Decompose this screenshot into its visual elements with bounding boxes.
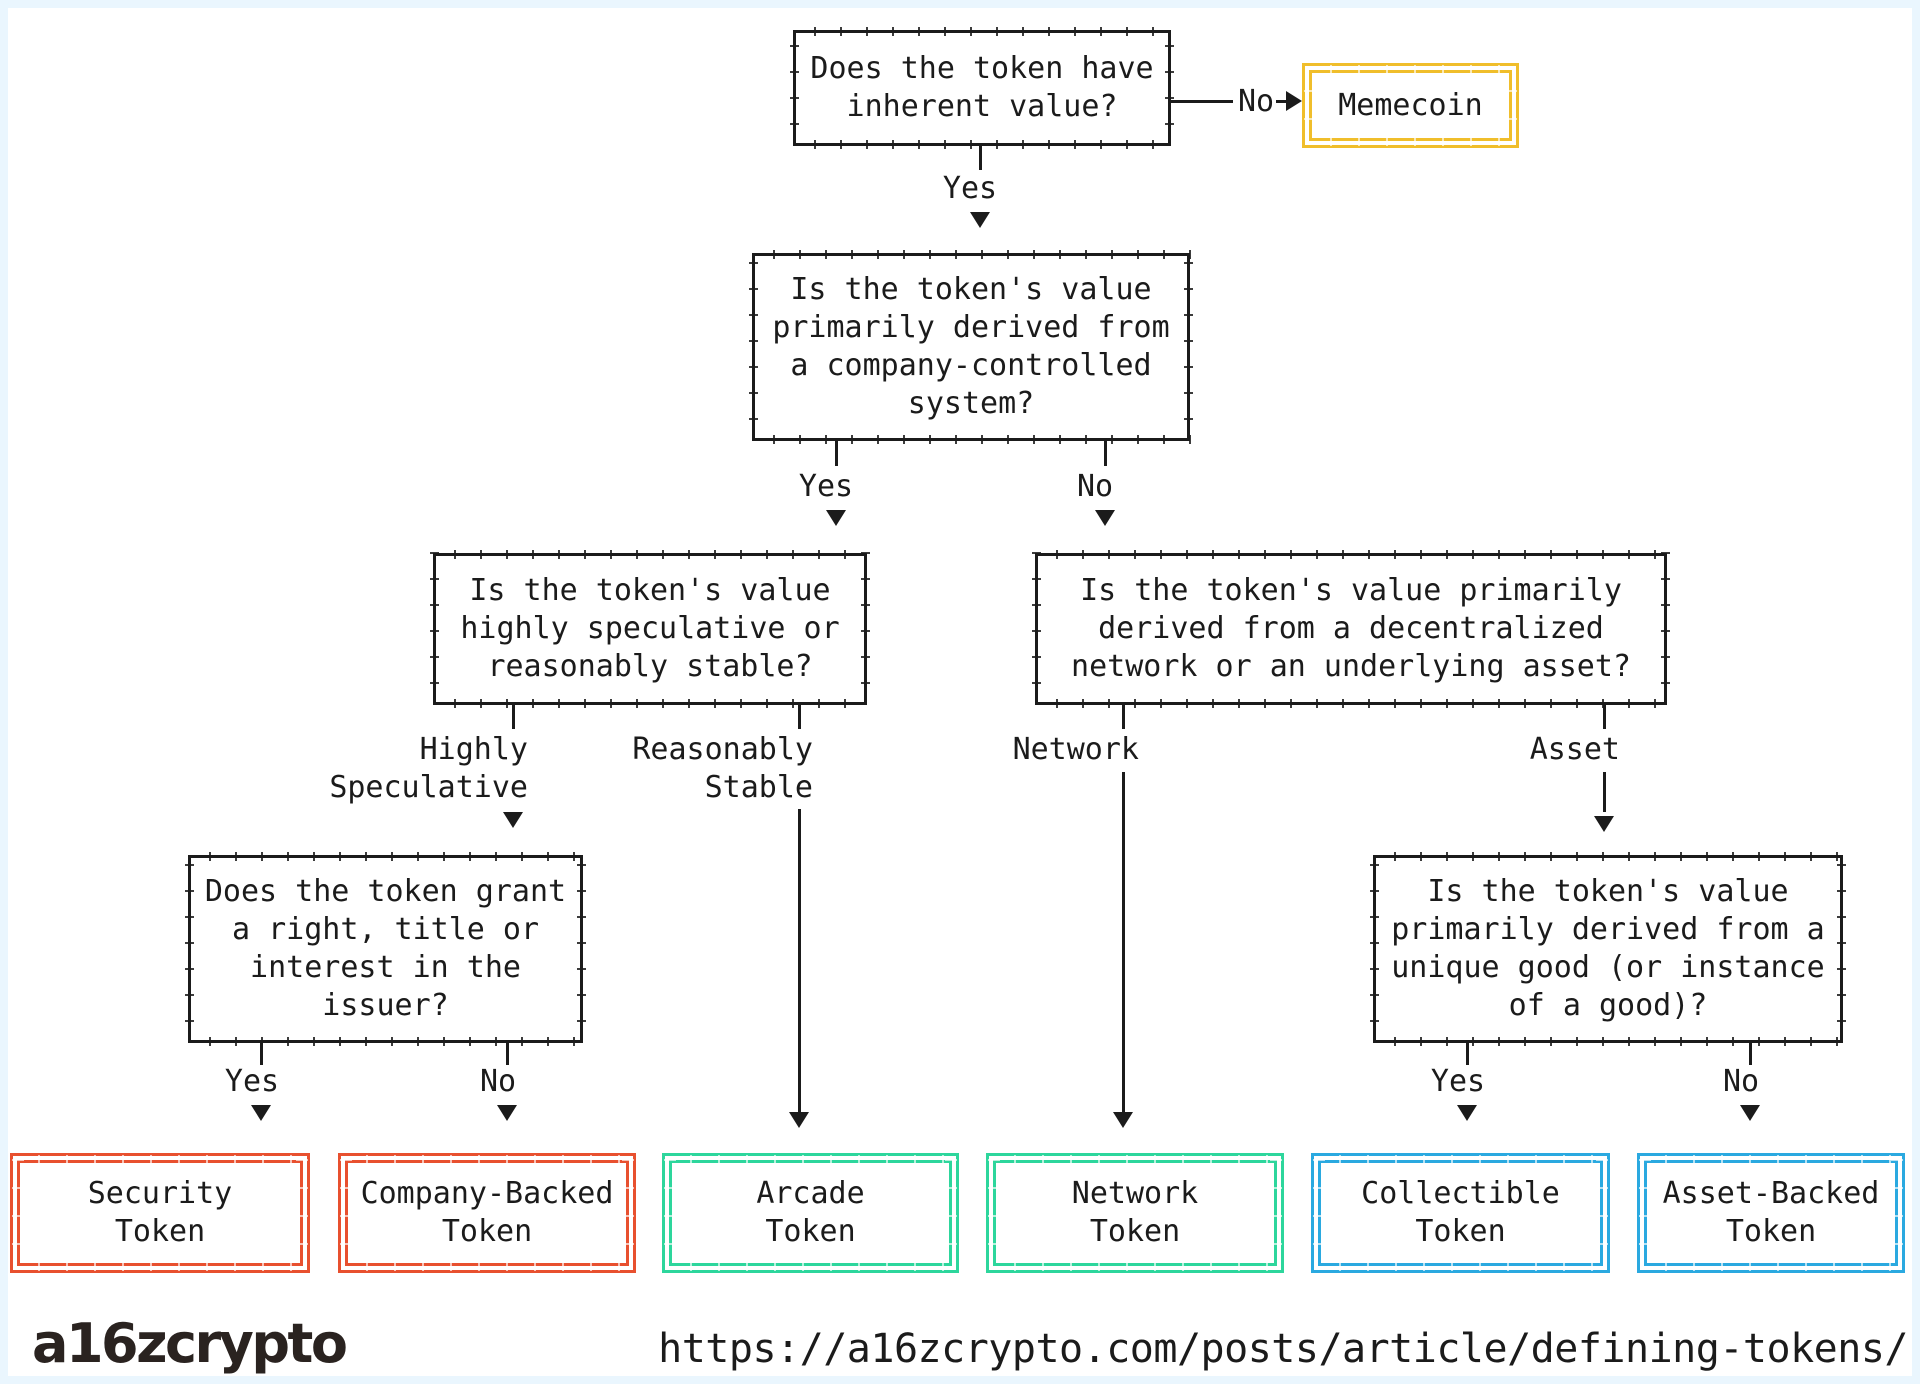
connector-q3l-left-tick bbox=[512, 705, 515, 729]
result-box-security-token: Security Token bbox=[10, 1153, 310, 1273]
connector-q4r-no-tick bbox=[1749, 1043, 1752, 1065]
arrow-down-icon bbox=[497, 1105, 517, 1121]
connector-q3l-right-tick bbox=[798, 705, 801, 729]
branch-label-q2-no: No bbox=[1076, 469, 1114, 504]
arrow-right-icon bbox=[1286, 91, 1302, 111]
result-box-network-token: Network Token bbox=[986, 1153, 1284, 1273]
decision-box-speculative-or-stable: Is the token's value highly speculative … bbox=[430, 550, 870, 708]
arrow-down-icon bbox=[1095, 510, 1115, 526]
connector-q3r-right-tick bbox=[1603, 705, 1606, 729]
result-label-memecoin: Memecoin bbox=[1309, 70, 1512, 141]
result-box-collectible-token: Collectible Token bbox=[1311, 1153, 1610, 1273]
a16zcrypto-logo: a16zcrypto bbox=[32, 1312, 348, 1375]
arrow-down-icon bbox=[1457, 1105, 1477, 1121]
branch-label-highly-speculative: Highly Speculative bbox=[329, 732, 528, 805]
arrow-down-icon bbox=[251, 1105, 271, 1121]
connector-arcade-drop bbox=[798, 809, 801, 1112]
result-label-asset-backed-token: Asset-Backed Token bbox=[1644, 1160, 1898, 1266]
result-label-company-backed-token: Company-Backed Token bbox=[345, 1160, 629, 1266]
branch-label-q1-no: No bbox=[1237, 84, 1275, 119]
connector-q3r-left-tick bbox=[1122, 705, 1125, 729]
decision-box-network-or-asset: Is the token's value primarily derived f… bbox=[1032, 550, 1670, 708]
source-url: https://a16zcrypto.com/posts/article/def… bbox=[658, 1326, 1908, 1372]
branch-label-reasonably-stable: Reasonably Stable bbox=[632, 732, 813, 805]
connector-q2-no-tick bbox=[1104, 441, 1107, 466]
connector-network-drop bbox=[1122, 772, 1125, 1112]
branch-label-asset: Asset bbox=[1529, 732, 1620, 767]
connector-asset-drop bbox=[1603, 772, 1606, 812]
connector-q4l-yes-tick bbox=[260, 1043, 263, 1065]
branch-label-q4r-no: No bbox=[1722, 1064, 1760, 1099]
branch-label-network: Network bbox=[1012, 732, 1139, 767]
result-box-asset-backed-token: Asset-Backed Token bbox=[1637, 1153, 1905, 1273]
decision-box-unique-good: Is the token's value primarily derived f… bbox=[1370, 852, 1846, 1046]
result-box-arcade-token: Arcade Token bbox=[662, 1153, 959, 1273]
arrow-down-icon bbox=[789, 1112, 809, 1128]
arrow-down-icon bbox=[1594, 816, 1614, 832]
decision-box-right-title-interest: Does the token grant a right, title or i… bbox=[185, 852, 586, 1046]
result-label-security-token: Security Token bbox=[17, 1160, 303, 1266]
result-label-arcade-token: Arcade Token bbox=[669, 1160, 952, 1266]
branch-label-q4l-no: No bbox=[479, 1064, 517, 1099]
result-box-company-backed-token: Company-Backed Token bbox=[338, 1153, 636, 1273]
connector-q2-yes-tick bbox=[835, 441, 838, 466]
result-box-memecoin: Memecoin bbox=[1302, 63, 1519, 148]
connector-q4r-yes-tick bbox=[1466, 1043, 1469, 1065]
arrow-down-icon bbox=[970, 212, 990, 228]
arrow-down-icon bbox=[1113, 1112, 1133, 1128]
branch-label-q4l-yes: Yes bbox=[224, 1064, 280, 1099]
decision-box-company-controlled: Is the token's value primarily derived f… bbox=[749, 250, 1193, 444]
arrow-down-icon bbox=[503, 812, 523, 828]
connector-q1-yes-tick bbox=[979, 146, 982, 170]
branch-label-q2-yes: Yes bbox=[798, 469, 854, 504]
result-label-collectible-token: Collectible Token bbox=[1318, 1160, 1603, 1266]
branch-label-q4r-yes: Yes bbox=[1430, 1064, 1486, 1099]
arrow-down-icon bbox=[1740, 1105, 1760, 1121]
connector-q1-no-line2 bbox=[1276, 100, 1288, 103]
result-label-network-token: Network Token bbox=[993, 1160, 1277, 1266]
connector-q1-no-line bbox=[1171, 100, 1233, 103]
connector-q4l-no-tick bbox=[506, 1043, 509, 1065]
decision-box-inherent-value: Does the token have inherent value? bbox=[790, 27, 1174, 149]
branch-label-q1-yes: Yes bbox=[942, 171, 998, 206]
arrow-down-icon bbox=[826, 510, 846, 526]
